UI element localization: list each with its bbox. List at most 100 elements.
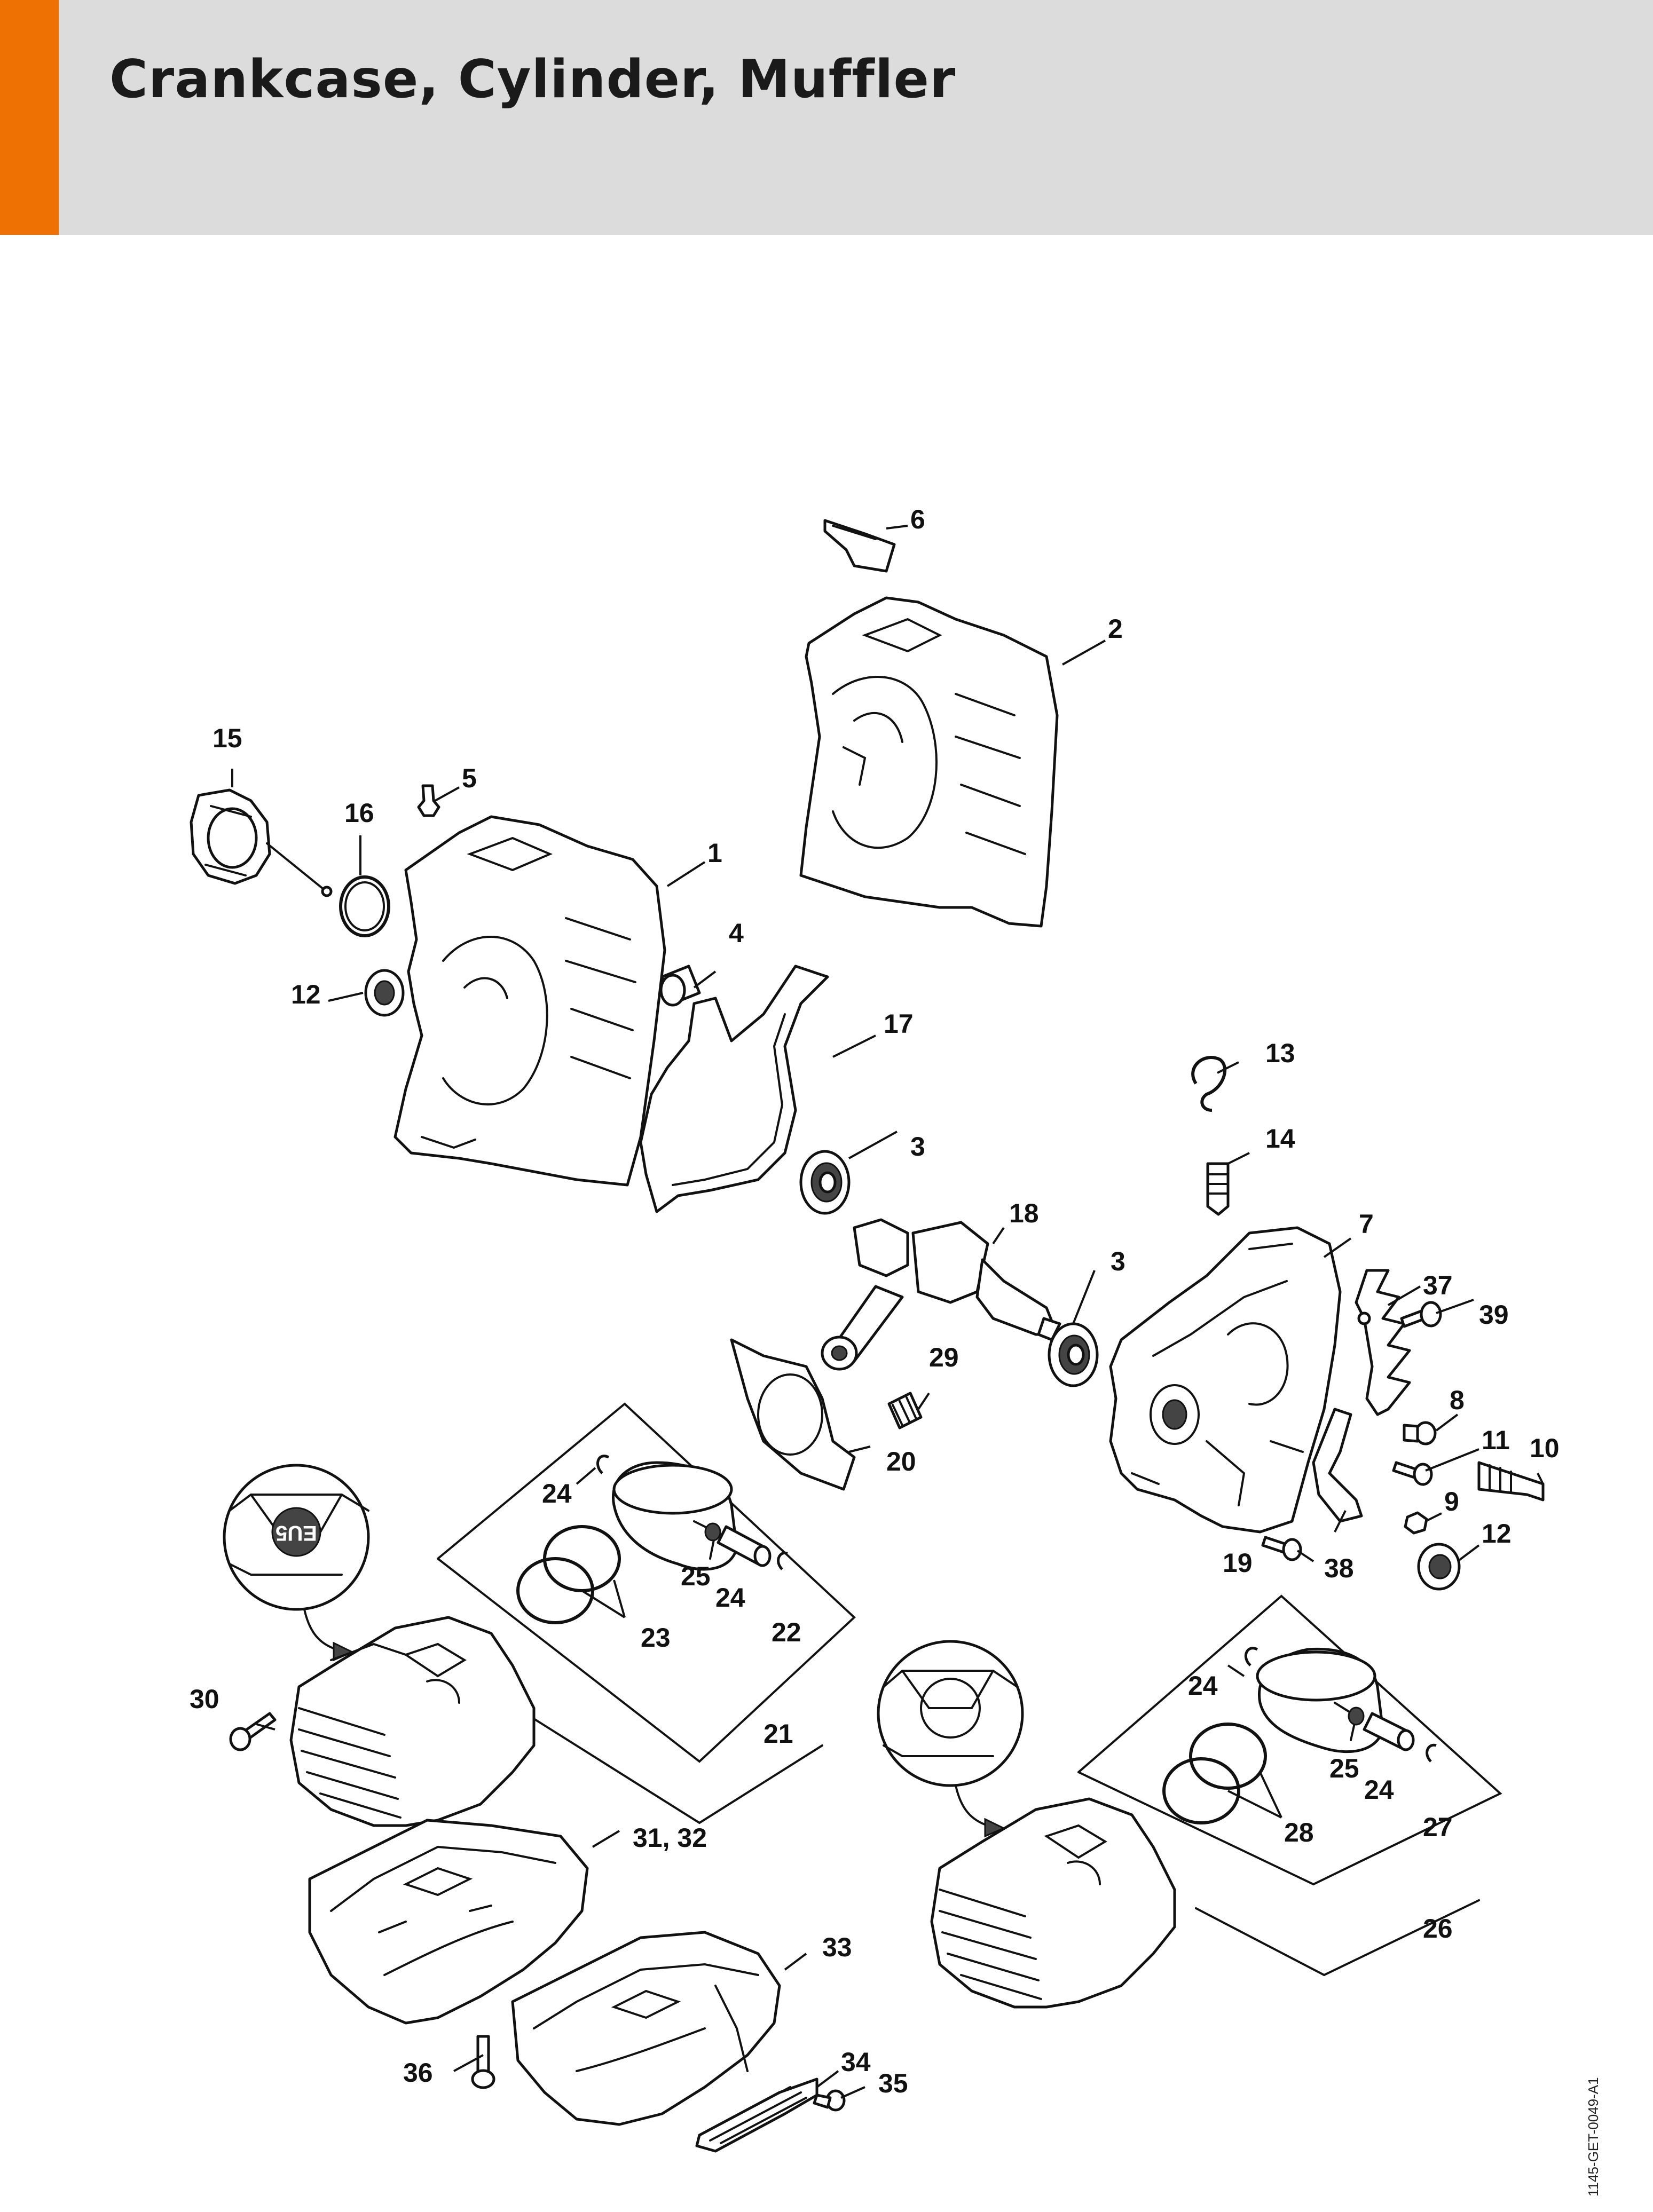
part-29-needle-cage[interactable] <box>887 1392 923 1429</box>
callout-10: 10 <box>1530 1433 1560 1463</box>
callout-29: 29 <box>929 1342 959 1372</box>
callout-21: 21 <box>763 1719 793 1749</box>
drawing-reference-code: 1145-GET-0049-A1 <box>1585 2077 1601 2197</box>
part-9-nut[interactable] <box>1404 1511 1428 1535</box>
part-3-bearing[interactable] <box>799 1150 851 1215</box>
callout-9: 9 <box>1444 1487 1459 1516</box>
detail-magnifier <box>877 1640 1024 1838</box>
callout-25: 25 <box>1329 1753 1359 1783</box>
part-25-piston-pin[interactable] <box>1363 1712 1415 1751</box>
header-accent-stripe <box>0 0 59 235</box>
part-5-fitting[interactable] <box>417 784 440 817</box>
callout-39: 39 <box>1479 1300 1509 1330</box>
part-24-circlip[interactable] <box>596 1455 610 1474</box>
header-bar: Crankcase, Cylinder, Muffler <box>0 0 1653 235</box>
callout-34: 34 <box>841 2047 871 2077</box>
page-title: Crankcase, Cylinder, Muffler <box>109 49 956 110</box>
callout-19: 19 <box>1223 1548 1253 1578</box>
callout-16: 16 <box>344 798 374 828</box>
part-31-32-muffler[interactable] <box>308 1819 589 2025</box>
piston-kit-22-frame <box>437 1402 856 1763</box>
part-1-crankcase-half[interactable] <box>393 815 666 1187</box>
part-30-screw[interactable] <box>229 1712 277 1751</box>
part-15-oil-pump[interactable] <box>190 788 333 897</box>
callout-17: 17 <box>884 1009 914 1039</box>
leader-lines <box>231 525 1544 2099</box>
part-13-hose-clip[interactable] <box>1191 1056 1227 1112</box>
part-21-cylinder[interactable] <box>289 1616 536 1827</box>
callout-18: 18 <box>1009 1198 1039 1228</box>
part-34-spark-screen[interactable] <box>695 2077 818 2153</box>
piston-kit-27-frame <box>1077 1594 1502 1886</box>
callout-24: 24 <box>715 1583 745 1613</box>
callout-36: 36 <box>403 2058 433 2088</box>
part-3-bearing[interactable] <box>1048 1322 1099 1387</box>
part-19-screw[interactable] <box>1261 1536 1302 1561</box>
callout-37: 37 <box>1423 1270 1453 1300</box>
part-6-cover-plate[interactable] <box>823 519 896 573</box>
part-8-screw[interactable] <box>1403 1421 1437 1445</box>
part-2-crankcase-half[interactable] <box>799 596 1059 928</box>
detail-magnifier-eu5: EU5 <box>223 1464 370 1662</box>
callout-1: 1 <box>707 838 722 868</box>
callout-14: 14 <box>1265 1124 1295 1154</box>
part-23-piston-rings[interactable] <box>516 1525 621 1624</box>
part-26-cylinder[interactable] <box>930 1797 1176 2009</box>
part-20-cylinder-gasket[interactable] <box>730 1338 856 1491</box>
callout-33: 33 <box>822 1932 852 1962</box>
part-37-bumper-spike[interactable] <box>1355 1269 1411 1416</box>
callout-3: 3 <box>910 1132 925 1162</box>
callout-5: 5 <box>462 763 477 793</box>
cylinder-kit-21-frame <box>533 1718 823 1824</box>
part-14-fitting[interactable] <box>1206 1162 1230 1216</box>
callout-24: 24 <box>1364 1775 1394 1805</box>
part-24-circlip[interactable] <box>1244 1647 1258 1666</box>
callout-35: 35 <box>878 2068 908 2098</box>
part-24-circlip[interactable] <box>777 1551 788 1570</box>
callout-4: 4 <box>729 918 744 948</box>
callout-11: 11 <box>1482 1425 1510 1455</box>
cylinder-kit-26-frame <box>1195 1899 1480 1977</box>
callout-7: 7 <box>1359 1209 1374 1239</box>
callout-24: 24 <box>542 1479 572 1508</box>
part-39-screw[interactable] <box>1400 1301 1442 1328</box>
callout-22: 22 <box>772 1617 801 1647</box>
callout-23: 23 <box>641 1623 671 1653</box>
callout-6: 6 <box>910 504 925 534</box>
callout-15: 15 <box>212 723 242 753</box>
part-38-chain-catcher[interactable] <box>1312 1408 1363 1523</box>
piston-left[interactable] <box>612 1461 738 1571</box>
part-24-circlip[interactable] <box>1426 1743 1437 1763</box>
part-33-muffler[interactable] <box>511 1931 781 2126</box>
part-36-screw[interactable] <box>471 2035 495 2089</box>
part-17-gasket[interactable] <box>639 965 829 1213</box>
eu5-marking: EU5 <box>276 1521 317 1545</box>
callout-24: 24 <box>1188 1671 1218 1701</box>
callout-2: 2 <box>1108 614 1123 644</box>
callout-3: 3 <box>1111 1246 1125 1276</box>
callout-25: 25 <box>681 1561 711 1591</box>
part-7-crankcase-half[interactable] <box>1109 1226 1342 1534</box>
callout-12: 12 <box>1482 1519 1512 1549</box>
callout-27: 27 <box>1423 1812 1453 1842</box>
callout-38: 38 <box>1324 1553 1354 1583</box>
callout-labels: 6 2 1 5 15 16 4 12 17 3 18 3 13 14 7 37 … <box>190 504 1560 2098</box>
callout-30: 30 <box>190 1684 219 1714</box>
part-16-o-ring[interactable] <box>339 875 390 937</box>
part-11-screw[interactable] <box>1392 1461 1433 1486</box>
part-12-oil-seal[interactable] <box>1417 1543 1461 1591</box>
piston-right[interactable] <box>1256 1647 1384 1753</box>
part-28-piston-rings[interactable] <box>1162 1723 1267 1824</box>
callout-26: 26 <box>1423 1914 1453 1944</box>
callout-12: 12 <box>291 979 321 1009</box>
part-18-crankshaft[interactable] <box>821 1218 1061 1371</box>
part-10-collar-stud[interactable] <box>1477 1461 1545 1502</box>
part-4-bushing[interactable] <box>659 965 701 1007</box>
callout-28: 28 <box>1284 1818 1314 1847</box>
part-35-screw[interactable] <box>813 2089 846 2112</box>
part-25-piston-pin[interactable] <box>717 1525 772 1567</box>
callout-31-32: 31, 32 <box>633 1823 707 1853</box>
part-12-oil-seal[interactable] <box>364 969 405 1017</box>
callout-8: 8 <box>1450 1385 1465 1415</box>
